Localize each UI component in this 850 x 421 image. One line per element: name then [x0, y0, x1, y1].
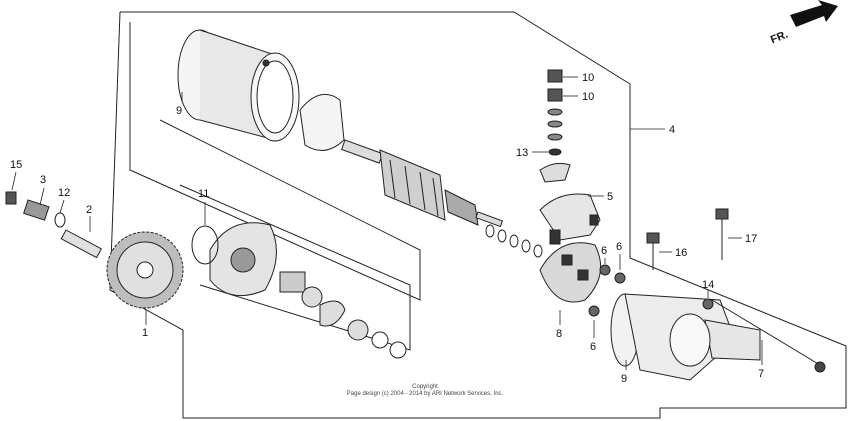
through-bolt-head — [814, 361, 826, 373]
reduction-gear[interactable] — [106, 231, 184, 309]
o-ring[interactable] — [191, 225, 219, 265]
callout-9a[interactable]: 9 — [176, 105, 182, 117]
copyright-title: Copyright — [412, 384, 438, 390]
callout-7[interactable]: 7 — [758, 368, 764, 380]
housing-bracket — [179, 184, 411, 351]
mounting-bolt-17[interactable] — [715, 208, 729, 260]
callout-9b[interactable]: 9 — [621, 373, 627, 385]
magnet-ring[interactable] — [299, 93, 345, 151]
callout-1[interactable]: 1 — [142, 327, 148, 339]
through-bolt[interactable] — [711, 299, 821, 366]
callout-6c[interactable]: 6 — [590, 341, 596, 353]
callout-6b[interactable]: 6 — [616, 241, 622, 253]
shaft-washers[interactable] — [485, 224, 543, 258]
motor-case[interactable] — [177, 29, 300, 142]
copyright-notice: Page design (c) 2004 - 2014 by ARI Netwo… — [346, 391, 504, 397]
callout-6a[interactable]: 6 — [601, 245, 607, 257]
callout-15[interactable]: 15 — [10, 159, 22, 171]
callout-17[interactable]: 17 — [745, 233, 757, 245]
callout-10b[interactable]: 10 — [582, 91, 594, 103]
washer-14[interactable] — [702, 298, 714, 310]
callout-14[interactable]: 14 — [702, 279, 714, 291]
callout-16[interactable]: 16 — [675, 247, 687, 259]
callout-12[interactable]: 12 — [58, 187, 70, 199]
small-parts-cluster[interactable] — [5, 191, 66, 228]
callout-10a[interactable]: 10 — [582, 72, 594, 84]
armature[interactable] — [340, 139, 504, 228]
callout-11[interactable]: 11 — [198, 188, 209, 200]
direction-label: FR. — [769, 28, 790, 46]
terminal-nut-stack[interactable] — [539, 69, 571, 183]
leader-lines — [11, 76, 763, 370]
brush-holder[interactable] — [539, 193, 601, 245]
nut-6a[interactable] — [599, 264, 611, 276]
callout-3[interactable]: 3 — [40, 174, 46, 186]
callout-13[interactable]: 13 — [516, 147, 528, 159]
gear-shaft[interactable] — [60, 229, 102, 259]
callout-5[interactable]: 5 — [607, 191, 613, 203]
front-cover[interactable] — [209, 222, 277, 297]
nut-6b[interactable] — [614, 272, 626, 284]
front-direction-arrow — [790, 0, 838, 27]
callout-2[interactable]: 2 — [86, 204, 92, 216]
callout-8[interactable]: 8 — [556, 328, 562, 340]
callout-4[interactable]: 4 — [669, 124, 675, 136]
front-bearings[interactable] — [279, 271, 407, 359]
brush-plate[interactable] — [539, 242, 602, 303]
assembly-frame — [109, 11, 847, 419]
nut-6c[interactable] — [588, 305, 600, 317]
rear-cover[interactable] — [610, 293, 761, 381]
mounting-bolt-16[interactable] — [646, 232, 660, 270]
armature-bracket — [129, 22, 421, 301]
